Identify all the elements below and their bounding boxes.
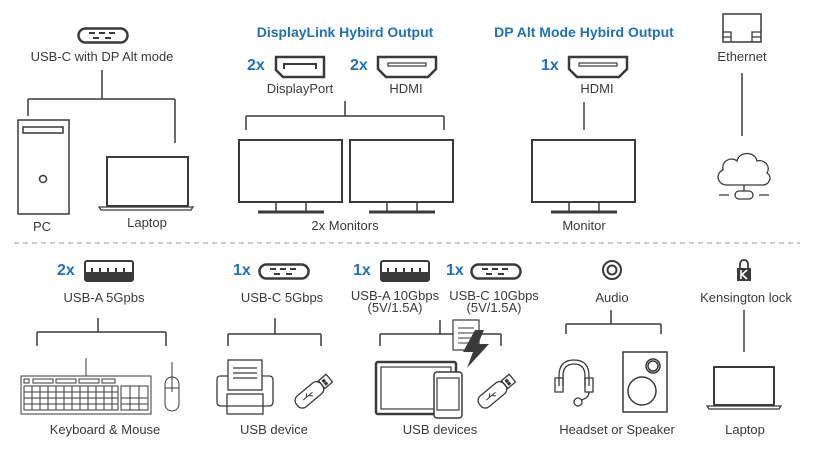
hdmi-qty: 2x	[350, 57, 368, 74]
laptop-label: Laptop	[127, 215, 167, 230]
usba10-qty: 1x	[353, 262, 371, 279]
monitor-icon	[238, 139, 343, 214]
usb-c-icon	[77, 27, 129, 44]
charging-icon	[452, 319, 489, 368]
usba5-qty: 2x	[57, 262, 75, 279]
speaker-icon	[622, 351, 668, 413]
usbc-dp-label: USB-C with DP Alt mode	[30, 49, 174, 64]
displayport-label: DisplayPort	[266, 81, 334, 96]
dp-qty: 2x	[247, 57, 265, 74]
hdmi-icon	[567, 55, 629, 79]
usba10-label: USB-A 10Gbps	[350, 288, 440, 303]
displayport-icon	[274, 55, 326, 79]
pc-label: PC	[32, 219, 52, 234]
dp-alt-hdmi-qty: 1x	[541, 57, 559, 74]
usbc5-qty: 1x	[233, 262, 251, 279]
kensington-laptop-label: Laptop	[725, 422, 765, 437]
kensington-label: Kensington lock	[700, 290, 792, 305]
headset-speaker-label: Headset or Speaker	[559, 422, 675, 437]
dp-alt-hdmi-label: HDMI	[580, 81, 614, 96]
hdmi-icon	[376, 55, 438, 79]
ethernet-icon	[722, 13, 762, 43]
monitor-label: Monitor	[562, 218, 606, 233]
monitor-icon	[531, 139, 636, 214]
laptop-icon	[97, 156, 195, 211]
dp-alt-title: DP Alt Mode Hybird Output	[494, 24, 674, 40]
usba10-power: (5V/1.5A)	[367, 300, 423, 315]
keyboard-mouse-label: Keyboard & Mouse	[49, 422, 161, 437]
usb-a-icon	[380, 260, 430, 282]
usb-c-icon	[470, 263, 522, 280]
headset-icon	[554, 359, 594, 407]
usb-device-label: USB device	[240, 422, 308, 437]
audio-jack-icon	[602, 260, 622, 280]
monitor-icon	[349, 139, 454, 214]
usb-devices-label: USB devices	[402, 422, 478, 437]
usbc10-power: (5V/1.5A)	[466, 300, 522, 315]
printer-icon	[216, 359, 274, 415]
usb-a-icon	[84, 260, 134, 282]
kensington-lock-icon	[737, 259, 751, 281]
usba5-label: USB-A 5Gpbs	[63, 290, 145, 305]
usb-c-icon	[258, 263, 310, 280]
usbc10-label: USB-C 10Gbps	[449, 288, 539, 303]
cloud-network-icon	[717, 152, 771, 200]
displaylink-title: DisplayLink Hybird Output	[256, 24, 434, 40]
audio-label: Audio	[595, 290, 629, 305]
laptop-icon	[706, 366, 782, 410]
hdmi-label: HDMI	[389, 81, 423, 96]
monitors-label: 2x Monitors	[311, 218, 379, 233]
usbc5-label: USB-C 5Gbps	[240, 290, 324, 305]
usb-flash-drive-icon	[477, 373, 517, 409]
ethernet-label: Ethernet	[717, 49, 767, 64]
usb-flash-drive-icon	[294, 373, 334, 409]
usbc10-qty: 1x	[446, 262, 464, 279]
keyboard-mouse-icon	[20, 358, 180, 415]
tablet-phone-icon	[374, 360, 463, 419]
pc-tower-icon	[17, 119, 70, 215]
